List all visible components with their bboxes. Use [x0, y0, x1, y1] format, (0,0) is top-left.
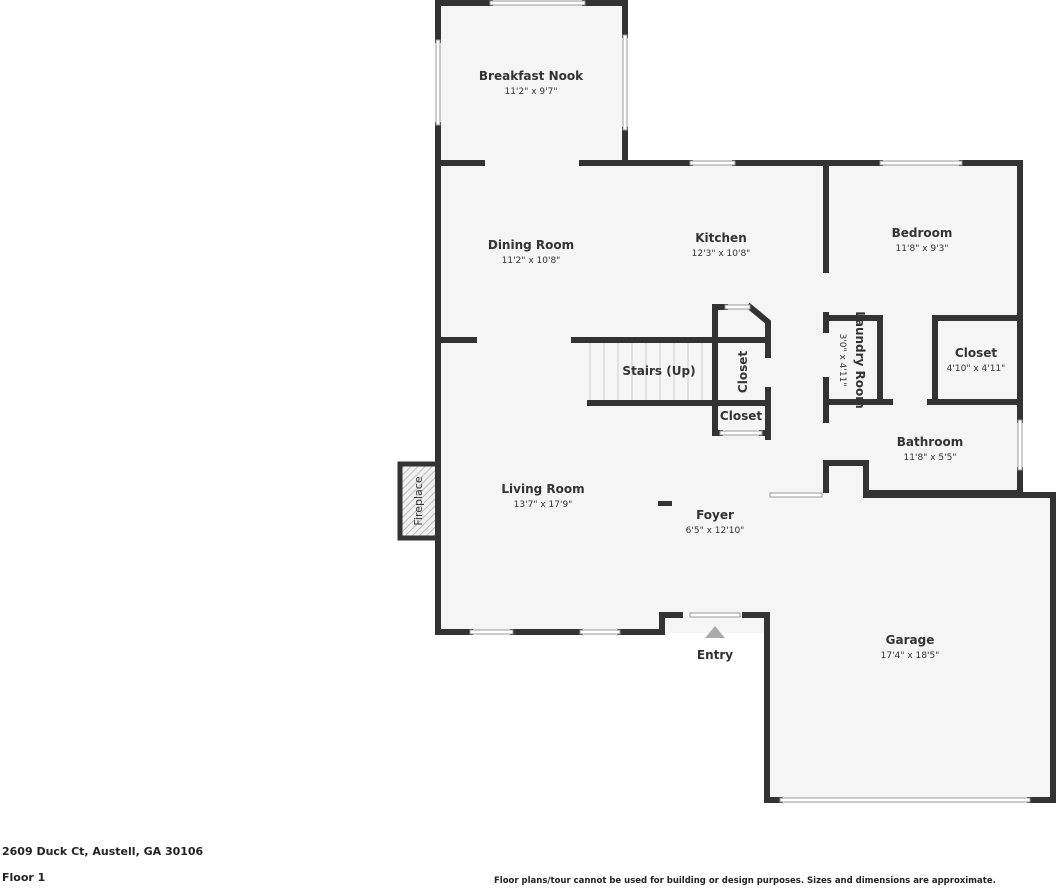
room-name: Living Room: [501, 482, 584, 496]
stair-treads: [589, 343, 703, 400]
address: 2609 Duck Ct, Austell, GA 30106: [2, 845, 204, 858]
room-name: Bedroom: [892, 226, 953, 240]
room-dims: 11'2" x 9'7": [505, 87, 558, 97]
room-name: Laundry Room: [853, 311, 867, 409]
walls: [435, 0, 1056, 803]
windows: [435, 0, 1031, 803]
room-dims: 17'4" x 18'5": [881, 651, 940, 661]
room-name: Bathroom: [897, 435, 963, 449]
room-name: Closet: [955, 346, 997, 360]
entry-marker-icon: [705, 626, 725, 638]
room-dims: 4'10" x 4'11": [947, 364, 1006, 374]
room-dims: 11'2" x 10'8": [502, 256, 561, 266]
room-name: Closet: [736, 351, 750, 393]
floor-fill: [438, 3, 1053, 800]
fireplace: [397, 461, 441, 541]
room-dims: 11'8" x 9'3": [896, 244, 949, 254]
column: [658, 501, 672, 506]
disclaimer: Floor plans/tour cannot be used for buil…: [494, 876, 996, 886]
room-name: Breakfast Nook: [479, 69, 584, 83]
room-dims: 12'3" x 10'8": [692, 249, 751, 259]
room-name: Stairs (Up): [622, 364, 695, 378]
room-name: Dining Room: [488, 238, 574, 252]
room-dims: 11'8" x 5'5": [904, 453, 957, 463]
entry-label: Entry: [697, 648, 733, 662]
room-dims: 3'0" x 4'11": [837, 334, 847, 387]
room-name: Closet: [720, 409, 762, 423]
floor-label: Floor 1: [2, 871, 46, 884]
room-name: Foyer: [696, 508, 734, 522]
room-name: Fireplace: [412, 476, 425, 525]
room-dims: 13'7" x 17'9": [514, 500, 573, 510]
room-name: Kitchen: [695, 231, 747, 245]
room-dims: 6'5" x 12'10": [686, 526, 745, 536]
room-labels: Breakfast Nook 11'2" x 9'7" Dining Room …: [412, 69, 1005, 662]
room-name: Garage: [886, 633, 935, 647]
